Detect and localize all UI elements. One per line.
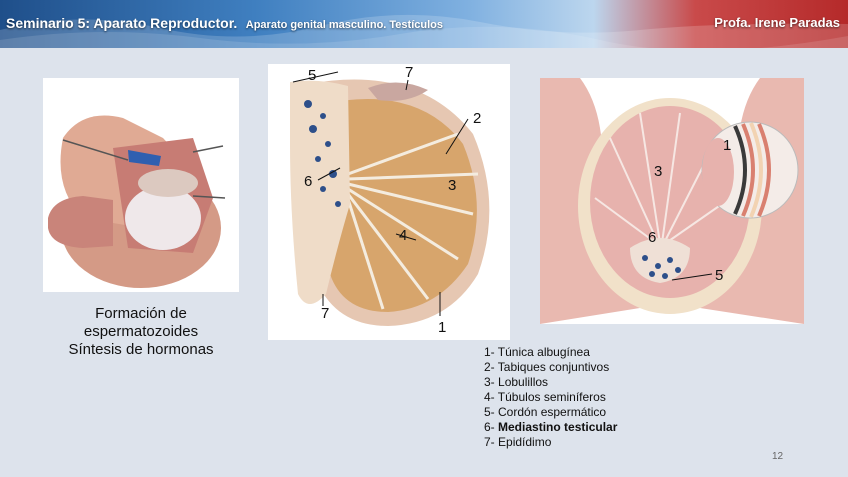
label-5: 5 — [308, 67, 316, 84]
legend-item-number: 7- — [484, 435, 495, 449]
function-caption: Formación de espermatozoides Síntesis de… — [52, 305, 230, 359]
legend-item: 1- Túnica albugínea — [484, 345, 617, 360]
legend-item-number: 4- — [484, 390, 495, 404]
label-3: 3 — [448, 177, 456, 194]
label-5: 5 — [715, 267, 723, 284]
figure-testis-cross-section: 1 3 6 5 — [540, 78, 804, 324]
caption-line-2: espermatozoides — [52, 323, 230, 341]
label-1: 1 — [723, 137, 731, 154]
label-7-top: 7 — [405, 64, 413, 81]
caption-line-1: Formación de — [52, 305, 230, 323]
slide-title-sub: Aparato genital masculino. Testículos — [246, 19, 443, 31]
label-6: 6 — [304, 173, 312, 190]
legend-item: 2- Tabiques conjuntivos — [484, 360, 617, 375]
legend-item-text: Túbulos seminíferos — [498, 390, 606, 404]
legend-item-number: 3- — [484, 375, 495, 389]
cross-section-illustration: 1 3 6 5 — [540, 78, 804, 324]
label-2: 2 — [473, 110, 481, 127]
caption-line-3: Síntesis de hormonas — [52, 341, 230, 359]
legend-item: 5- Cordón espermático — [484, 405, 617, 420]
label-6: 6 — [648, 229, 656, 246]
legend-item-text: Túnica albugínea — [498, 345, 590, 359]
legend-item-number: 2- — [484, 360, 495, 374]
figure-testis-section: 5 7 2 6 3 4 7 1 — [268, 64, 510, 340]
structure-legend: 1- Túnica albugínea 2- Tabiques conjunti… — [484, 345, 617, 450]
external-anatomy-illustration — [43, 78, 239, 292]
figure-external-anatomy — [43, 78, 239, 292]
legend-item-text: Tabiques conjuntivos — [498, 360, 609, 374]
testis-section-illustration: 5 7 2 6 3 4 7 1 — [268, 64, 510, 340]
legend-item-text: Lobulillos — [498, 375, 548, 389]
legend-item: 7- Epidídimo — [484, 435, 617, 450]
legend-item-number: 5- — [484, 405, 495, 419]
legend-item: 6- Mediastino testicular — [484, 420, 617, 435]
author-name: Profa. Irene Paradas — [714, 15, 840, 30]
legend-item-number: 1- — [484, 345, 495, 359]
slide-title-main: Seminario 5: Aparato Reproductor. — [6, 15, 237, 31]
legend-item-text-bold: Mediastino testicular — [498, 420, 617, 434]
legend-item: 4- Túbulos seminíferos — [484, 390, 617, 405]
legend-item-number: 6- — [484, 420, 495, 434]
slide-header: Seminario 5: Aparato Reproductor. Aparat… — [0, 0, 848, 48]
page-number: 12 — [772, 451, 783, 462]
legend-item-text: Cordón espermático — [498, 405, 606, 419]
legend-item: 3- Lobulillos — [484, 375, 617, 390]
slide-title: Seminario 5: Aparato Reproductor. Aparat… — [6, 15, 443, 33]
label-3: 3 — [654, 163, 662, 180]
legend-item-text: Epidídimo — [498, 435, 551, 449]
label-1: 1 — [438, 319, 446, 336]
label-7-bottom: 7 — [321, 305, 329, 322]
